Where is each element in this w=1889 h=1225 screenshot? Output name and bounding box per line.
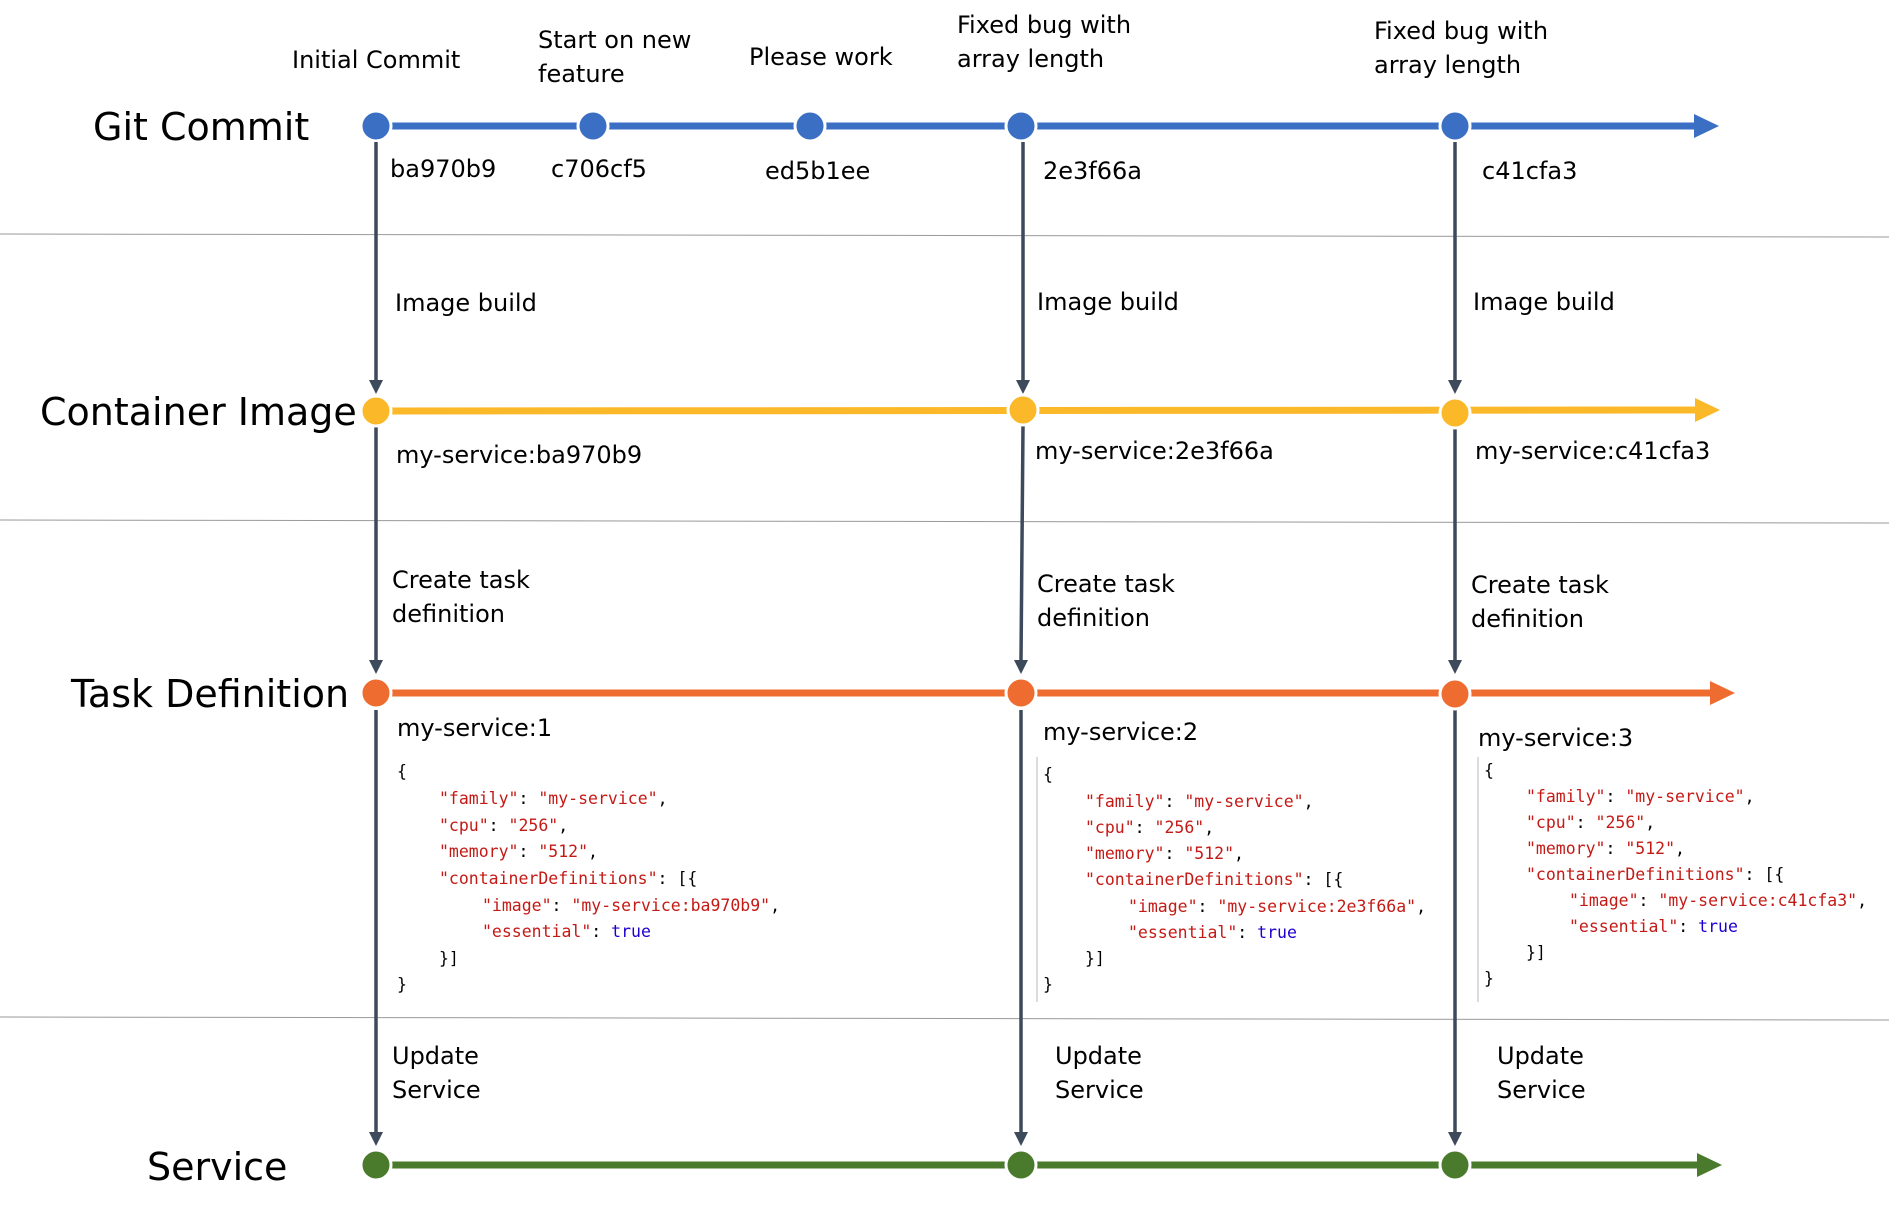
commit-node: Initial Commit ba970b9 <box>292 46 496 183</box>
svg-text:}]: }] <box>1085 949 1105 968</box>
row-separator <box>0 1016 1889 1021</box>
task-revision: my-service:3 <box>1478 724 1633 752</box>
image-node <box>1438 396 1472 430</box>
svg-text:"memory": "512",: "memory": "512", <box>1526 839 1685 858</box>
svg-text:"memory": "512",: "memory": "512", <box>439 842 598 861</box>
commit-message: Please work <box>749 43 893 71</box>
svg-text:"cpu": "256",: "cpu": "256", <box>1526 813 1655 832</box>
svg-text:"memory": "512",: "memory": "512", <box>1085 844 1244 863</box>
update-service-label: Service <box>1055 1076 1144 1104</box>
svg-text:}]: }] <box>1526 943 1546 962</box>
svg-text:}: } <box>1043 975 1053 994</box>
create-task-label: Create task <box>1037 570 1175 598</box>
svg-text:}: } <box>1484 969 1494 988</box>
image-tag: my-service:ba970b9 <box>396 441 642 469</box>
task-definition-json: { "family": "my-service", "cpu": "256", … <box>397 762 780 994</box>
commit-node: Start on new feature c706cf5 <box>538 26 691 183</box>
update-service-label: Update <box>1055 1042 1142 1070</box>
row-label-service: Service <box>147 1145 287 1189</box>
create-task-label: definition <box>1037 604 1150 632</box>
image-timeline-arrowhead <box>1695 398 1720 422</box>
task-timeline-arrowhead <box>1710 681 1735 705</box>
svg-text:"family": "my-service",: "family": "my-service", <box>439 789 668 808</box>
image-tag: my-service:2e3f66a <box>1035 437 1274 465</box>
row-separator <box>0 519 1889 524</box>
image-node <box>1006 393 1040 427</box>
svg-text:"cpu": "256",: "cpu": "256", <box>1085 818 1214 837</box>
commit-message: array length <box>1374 51 1521 79</box>
commit-hash: ed5b1ee <box>765 157 870 185</box>
svg-text:}]: }] <box>439 949 459 968</box>
service-node <box>359 1148 393 1182</box>
task-node <box>1438 677 1472 711</box>
commit-node: Fixed bug with array length c41cfa3 <box>1374 17 1577 185</box>
row-label-task-definition: Task Definition <box>70 672 349 716</box>
svg-text:"family": "my-service",: "family": "my-service", <box>1526 787 1755 806</box>
task-definition-json: { "family": "my-service", "cpu": "256", … <box>1484 761 1867 988</box>
task-node <box>359 676 393 710</box>
create-task-label: Create task <box>1471 571 1609 599</box>
service-node <box>1004 1148 1038 1182</box>
image-tag: my-service:c41cfa3 <box>1475 437 1710 465</box>
row-label-git-commit: Git Commit <box>93 105 309 149</box>
svg-text:"containerDefinitions": [{: "containerDefinitions": [{ <box>1526 865 1784 884</box>
row-label-container-image: Container Image <box>40 390 357 434</box>
commit-hash: c41cfa3 <box>1482 157 1577 185</box>
svg-text:"essential": true: "essential": true <box>1569 917 1738 936</box>
svg-text:"family": "my-service",: "family": "my-service", <box>1085 792 1314 811</box>
svg-text:"containerDefinitions": [{: "containerDefinitions": [{ <box>1085 870 1343 889</box>
commit-hash: ba970b9 <box>390 155 496 183</box>
image-build-label: Image build <box>395 289 537 317</box>
commit-message: Initial Commit <box>292 46 460 74</box>
commit-message: Start on new <box>538 26 691 54</box>
svg-text:"image": "my-service:ba970b9",: "image": "my-service:ba970b9", <box>482 896 780 915</box>
commit-hash: 2e3f66a <box>1043 157 1142 185</box>
svg-text:"image": "my-service:c41cfa3",: "image": "my-service:c41cfa3", <box>1569 891 1867 910</box>
update-service-label: Update <box>1497 1042 1584 1070</box>
update-service-label: Update <box>392 1042 479 1070</box>
git-timeline-arrowhead <box>1694 114 1719 138</box>
commit-message: array length <box>957 45 1104 73</box>
task-revision: my-service:2 <box>1043 718 1198 746</box>
svg-text:{: { <box>1484 761 1494 780</box>
svg-text:}: } <box>397 975 407 994</box>
commit-hash: c706cf5 <box>551 155 647 183</box>
image-node <box>359 394 393 428</box>
create-task-label: definition <box>392 600 505 628</box>
flow-column <box>1014 142 1030 1146</box>
commit-message: Fixed bug with <box>1374 17 1548 45</box>
svg-text:"cpu": "256",: "cpu": "256", <box>439 816 568 835</box>
update-service-label: Service <box>392 1076 481 1104</box>
update-service-label: Service <box>1497 1076 1586 1104</box>
task-definition-json: { "family": "my-service", "cpu": "256", … <box>1043 765 1426 994</box>
image-build-label: Image build <box>1473 288 1615 316</box>
svg-text:"essential": true: "essential": true <box>1128 923 1297 942</box>
svg-text:"image": "my-service:2e3f66a",: "image": "my-service:2e3f66a", <box>1128 897 1426 916</box>
service-timeline-arrowhead <box>1697 1153 1722 1177</box>
flow-column <box>1448 142 1462 1146</box>
svg-text:"essential": true: "essential": true <box>482 922 651 941</box>
image-build-label: Image build <box>1037 288 1179 316</box>
svg-text:{: { <box>1043 765 1053 784</box>
create-task-label: definition <box>1471 605 1584 633</box>
commit-node: Please work ed5b1ee <box>749 43 893 185</box>
flow-column <box>369 142 383 1146</box>
task-node <box>1004 676 1038 710</box>
create-task-label: Create task <box>392 566 530 594</box>
row-separator <box>0 233 1889 238</box>
commit-message: Fixed bug with <box>957 11 1131 39</box>
svg-text:"containerDefinitions": [{: "containerDefinitions": [{ <box>439 869 697 888</box>
service-node <box>1438 1148 1472 1182</box>
commit-message: feature <box>538 60 625 88</box>
task-revision: my-service:1 <box>397 714 552 742</box>
svg-text:{: { <box>397 762 407 781</box>
commit-node: Fixed bug with array length 2e3f66a <box>957 11 1142 185</box>
